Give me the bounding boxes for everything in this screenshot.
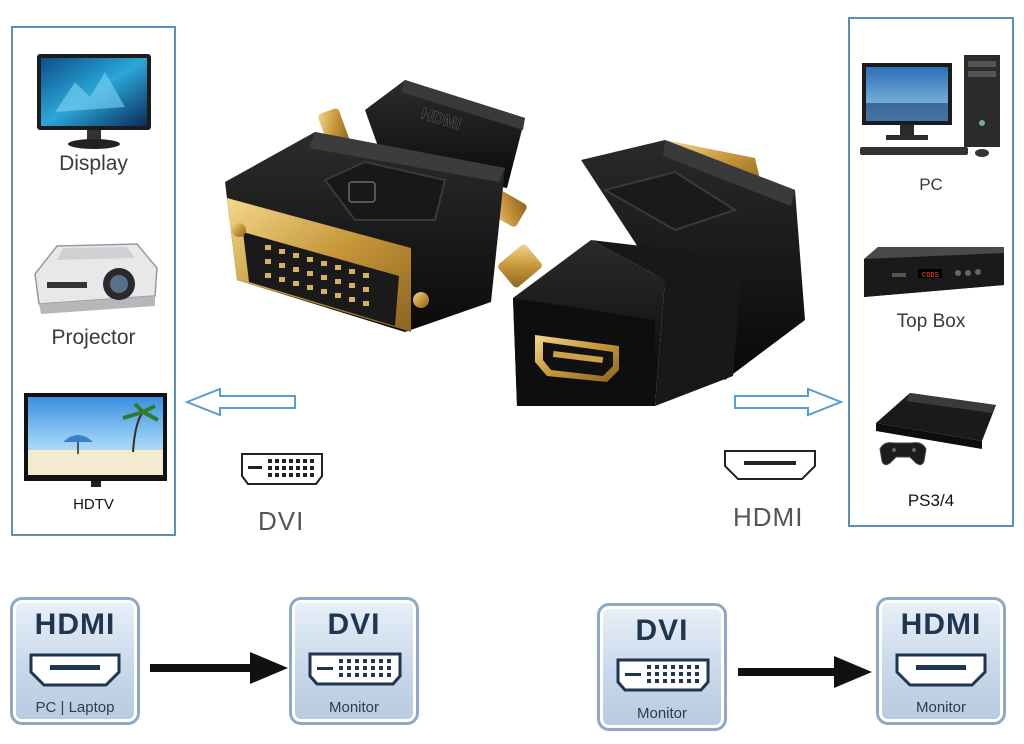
hdtv-icon	[24, 393, 167, 487]
dvi-connector-icon	[308, 652, 402, 686]
right-arrow	[734, 387, 844, 417]
flow-left-arrow	[150, 652, 288, 684]
dvi-hdmi-adapter-hdmi-side	[498, 140, 805, 406]
flow-right-arrow	[738, 656, 872, 688]
flow-right-source-subtitle: Monitor	[636, 705, 688, 722]
flow-right-target-tile: HDMI Monitor	[876, 597, 1006, 725]
top-box-icon: CODS	[864, 247, 1004, 297]
hdmi-port-icon	[724, 450, 816, 480]
flow-left-target-subtitle: Monitor	[328, 699, 380, 716]
flow-right-target-subtitle: Monitor	[915, 699, 967, 716]
projector-label: Projector	[51, 326, 136, 349]
flow-left-source-title: HDMI	[34, 608, 116, 641]
top-box-display-text: CODS	[922, 272, 939, 280]
dvi-connector-icon	[616, 658, 710, 692]
hdmi-port-label: HDMI	[733, 502, 804, 532]
ps-console-label: PS3/4	[907, 491, 955, 510]
hdmi-connector-icon	[895, 653, 987, 687]
pc-label: PC	[919, 175, 943, 194]
display-icon	[37, 54, 151, 149]
dvi-hdmi-adapter-dvi-side: HDMI	[225, 80, 527, 332]
dvi-port-icon	[241, 453, 323, 485]
flow-left-target-title: DVI	[327, 608, 381, 641]
flow-left-source-subtitle: PC | Laptop	[35, 699, 115, 716]
flow-right-source-title: DVI	[635, 614, 689, 647]
flow-right-source-tile: DVI Monitor	[597, 603, 727, 731]
hdtv-label: HDTV	[73, 496, 114, 513]
hdmi-connector-icon	[29, 653, 121, 687]
left-device-panel: Display Projector HDTV	[11, 26, 176, 536]
top-box-label: Top Box	[896, 311, 966, 332]
projector-icon	[34, 243, 158, 314]
flow-right-target-title: HDMI	[900, 608, 982, 641]
left-arrow	[184, 387, 296, 417]
flow-left-source-tile: HDMI PC | Laptop	[10, 597, 140, 725]
dvi-port-label: DVI	[258, 506, 305, 536]
ps-console-icon	[876, 393, 996, 466]
flow-left-target-tile: DVI Monitor	[289, 597, 419, 725]
pc-icon	[860, 55, 1000, 157]
right-device-panel: PC CODS Top Box PS3/4	[848, 17, 1014, 527]
display-label: Display	[59, 152, 128, 175]
